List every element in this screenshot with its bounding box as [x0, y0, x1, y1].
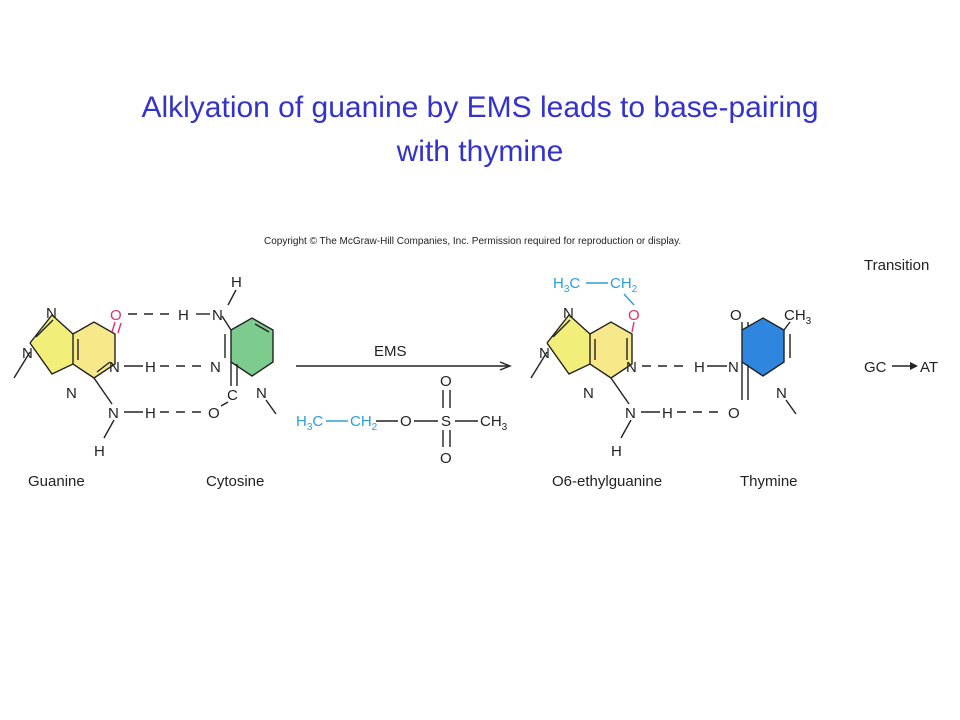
ems-ch3-methyl: CH3 — [480, 413, 508, 433]
guanine-amino-h-bond — [103, 419, 115, 439]
o6-ethylguanine-o6: O — [628, 307, 640, 324]
guanine-double-bond-3 — [96, 361, 111, 373]
o6-ethylguanine-n2-h1: H — [662, 405, 673, 422]
o6-ethyl-ch3: H3C — [553, 275, 580, 295]
cytosine-n1-bond — [265, 399, 277, 415]
guanine-n9: N — [22, 345, 33, 362]
copyright-notice: Copyright © The McGraw-Hill Companies, I… — [264, 236, 681, 247]
slide-title: Alklyation of guanine by EMS leads to ba… — [20, 86, 940, 174]
thymine-ch3: CH3 — [784, 307, 812, 327]
guanine-ring-bonds — [29, 313, 116, 379]
o6-ethylguanine-c-o-bond — [631, 321, 635, 333]
cytosine-n3: N — [210, 359, 221, 376]
cytosine-amino-bond — [221, 315, 232, 331]
ems-o-bottom: O — [440, 450, 452, 467]
guanine-n3: N — [66, 385, 77, 402]
label-guanine: Guanine — [28, 473, 85, 490]
guanine-double-bond-1 — [35, 319, 54, 338]
slide-title-line1: Alklyation of guanine by EMS leads to ba… — [141, 91, 819, 124]
transition-to: AT — [920, 359, 938, 376]
reaction-arrow-head — [499, 361, 512, 371]
o6-ethyl-ch2: CH2 — [610, 275, 638, 295]
guanine-pyrimidine-ring — [73, 322, 115, 378]
guanine-o6: O — [110, 307, 122, 324]
cytosine-ring — [231, 318, 273, 376]
ems-ester-o: O — [400, 413, 412, 430]
thymine-structure: O CH3 N H O N — [694, 307, 812, 422]
cytosine-o2: O — [208, 405, 220, 422]
cytosine-n1: N — [256, 385, 267, 402]
o6-ethylguanine-double-bond-1 — [552, 319, 571, 338]
transition-arrow-head — [910, 362, 918, 370]
guanine-n2: N — [108, 405, 119, 422]
slide-title-line2: with thymine — [396, 135, 564, 168]
thymine-methyl-bond — [783, 321, 791, 331]
thymine-n1: N — [776, 385, 787, 402]
cytosine-amino-n: N — [212, 307, 223, 324]
label-cytosine: Cytosine — [206, 473, 264, 490]
cytosine-double-bond-1 — [254, 323, 270, 333]
cytosine-c2: C — [227, 387, 238, 404]
cytosine-amino-h-left: H — [178, 307, 189, 324]
ems-ch2: CH2 — [350, 413, 378, 433]
guanine-imidazole-ring — [30, 315, 73, 374]
guanine-structure: N N N N O N H H H — [13, 305, 156, 460]
ems-sulfur: S — [441, 413, 451, 430]
o6-ethylguanine-n2-h2: H — [611, 443, 622, 460]
o6-ethylguanine-n1: N — [626, 359, 637, 376]
label-o6-ethylguanine: O6-ethylguanine — [552, 473, 662, 490]
transition-from: GC — [864, 359, 887, 376]
guanine-n9-bond — [13, 351, 31, 379]
o6-ethylguanine-amino-h-bond — [620, 419, 632, 439]
o6-ethylguanine-structure: N N N N O N H H H3C CH2 — [530, 275, 673, 460]
guanine-n7: N — [46, 305, 57, 322]
guanine-n1: N — [109, 359, 120, 376]
thymine-n1-bond — [785, 399, 797, 415]
guanine-n1-h: H — [145, 359, 156, 376]
cytosine-amino-h-top: H — [231, 274, 242, 291]
thymine-o4: O — [730, 307, 742, 324]
cytosine-structure: H N H N C O N — [178, 274, 277, 422]
guanine-amino-bond — [93, 377, 113, 405]
guanine-carbonyl-bond — [111, 321, 116, 333]
transition-label: Transition — [864, 257, 929, 274]
o6-ethylguanine-n3: N — [583, 385, 594, 402]
o6-ethyl-o-ch2-bond — [623, 293, 635, 306]
thymine-n3-h: H — [694, 359, 705, 376]
guanine-carbonyl-bond-2 — [117, 322, 122, 334]
ems-structure: H3C CH2 O S CH3 O O — [296, 373, 508, 467]
label-thymine: Thymine — [740, 473, 798, 490]
o6-ethylguanine-ring-bonds — [546, 313, 633, 379]
thymine-o2: O — [728, 405, 740, 422]
guanine-n2-h1: H — [145, 405, 156, 422]
o6-ethylguanine-amino-bond — [610, 377, 630, 405]
thymine-n3: N — [728, 359, 739, 376]
ems-ch3-ethyl: H3C — [296, 413, 323, 433]
reagent-ems-label: EMS — [374, 343, 407, 360]
thymine-ring — [742, 318, 784, 376]
cytosine-amino-h-bond — [227, 289, 237, 306]
guanine-n2-h2: H — [94, 443, 105, 460]
cytosine-c2-o-bond — [220, 401, 229, 407]
ems-o-top: O — [440, 373, 452, 390]
o6-ethylguanine-n9-bond — [530, 351, 548, 379]
o6-ethylguanine-pyrimidine-ring — [590, 322, 632, 378]
o6-ethylguanine-imidazole-ring — [547, 315, 590, 374]
o6-ethylguanine-n9: N — [539, 345, 550, 362]
o6-ethylguanine-n7: N — [563, 305, 574, 322]
o6-ethylguanine-n2: N — [625, 405, 636, 422]
